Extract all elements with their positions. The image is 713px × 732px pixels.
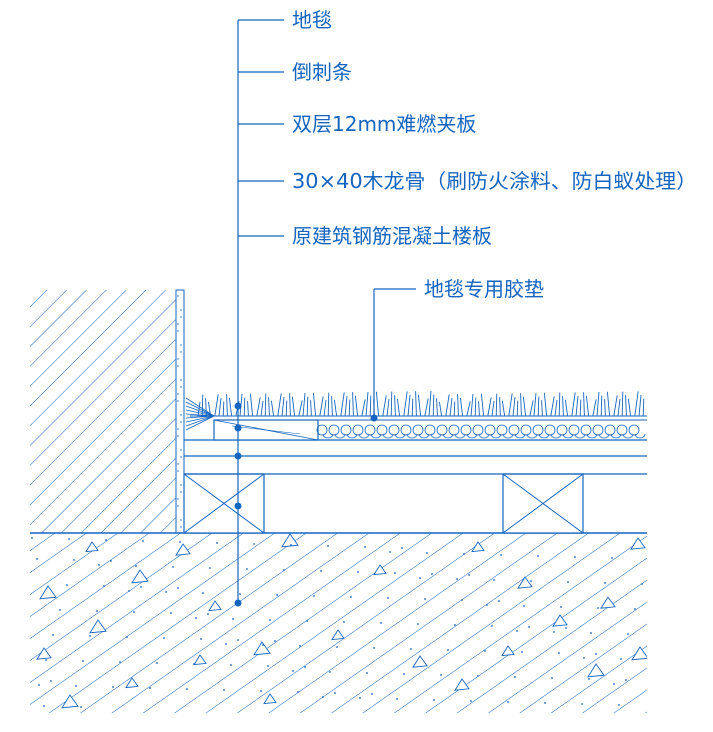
label-plywood: 双层12mm难燃夹板 xyxy=(292,112,476,136)
leader-lines xyxy=(234,19,416,607)
wall-plaster-layer xyxy=(175,289,185,534)
carpet-layer xyxy=(185,390,647,431)
concrete-aggregate xyxy=(31,533,647,709)
label-concrete-slab: 原建筑钢筋混凝土楼板 xyxy=(292,224,492,248)
concrete-slab xyxy=(30,532,647,713)
label-carpet-underlay: 地毯专用胶垫 xyxy=(424,277,544,301)
wall xyxy=(30,289,185,534)
wood-joists xyxy=(183,473,584,534)
label-gripper-strip: 倒刺条 xyxy=(292,60,352,84)
plaster-texture xyxy=(177,295,182,528)
carpet-underlay xyxy=(316,419,647,439)
gripper-strip xyxy=(213,419,319,441)
label-carpet: 地毯 xyxy=(292,8,332,32)
label-wood-joist: 30×40木龙骨（刷防火涂料、防白蚁处理） xyxy=(292,169,697,193)
plywood-layers xyxy=(184,439,647,475)
